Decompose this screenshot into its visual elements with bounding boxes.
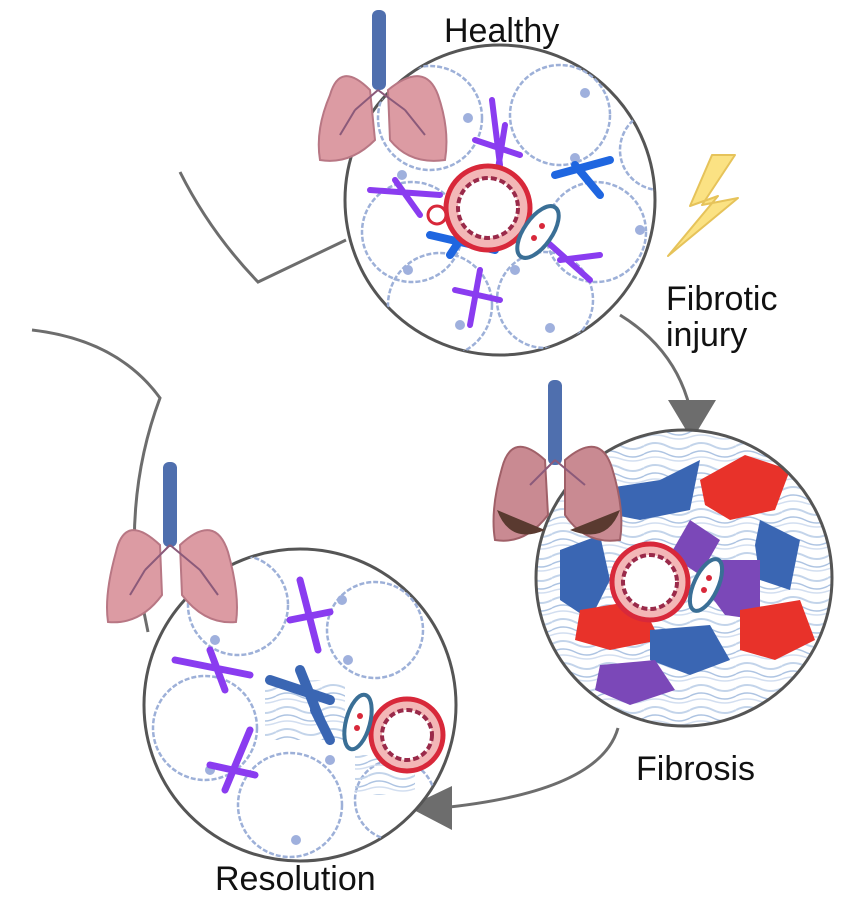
alveolus — [325, 580, 425, 680]
lung-fibrotic-icon — [492, 380, 623, 542]
myofibroblast — [595, 660, 675, 705]
alveolus — [508, 63, 612, 167]
blood-vessel-icon — [426, 204, 561, 260]
myofibroblast — [650, 625, 730, 675]
lung-healthy-icon — [317, 10, 448, 162]
resolution-tissue — [142, 547, 458, 863]
label-fibrotic-injury: Fibrotic injury — [666, 280, 778, 354]
arrow-head-to-fibrosis — [668, 400, 716, 440]
alveolus — [236, 751, 344, 859]
lightning-icon — [667, 154, 739, 257]
label-healthy: Healthy — [444, 12, 560, 50]
cycle-path — [31, 171, 694, 810]
alveolus — [376, 64, 484, 172]
alveolus — [151, 674, 259, 782]
resolution-cells — [171, 576, 335, 794]
airway-icon — [368, 696, 446, 774]
myofibroblast — [560, 535, 610, 620]
label-fibrotic-injury-line1: Fibrotic — [666, 280, 778, 318]
label-fibrotic-injury-line2: injury — [666, 315, 748, 354]
alveolus — [386, 251, 494, 355]
blood-vessel-icon — [342, 692, 374, 752]
lung-resolution-icon — [106, 462, 238, 624]
label-fibrosis: Fibrosis — [636, 750, 756, 788]
myofibroblast — [755, 520, 800, 590]
myofibroblast — [700, 455, 790, 520]
airway-icon — [443, 163, 533, 253]
arrow-head-to-resolution — [408, 786, 452, 830]
label-resolution: Resolution — [215, 860, 376, 898]
airway-icon — [609, 541, 691, 623]
myofibroblast — [740, 600, 815, 660]
blood-vessel-icon — [687, 557, 725, 613]
